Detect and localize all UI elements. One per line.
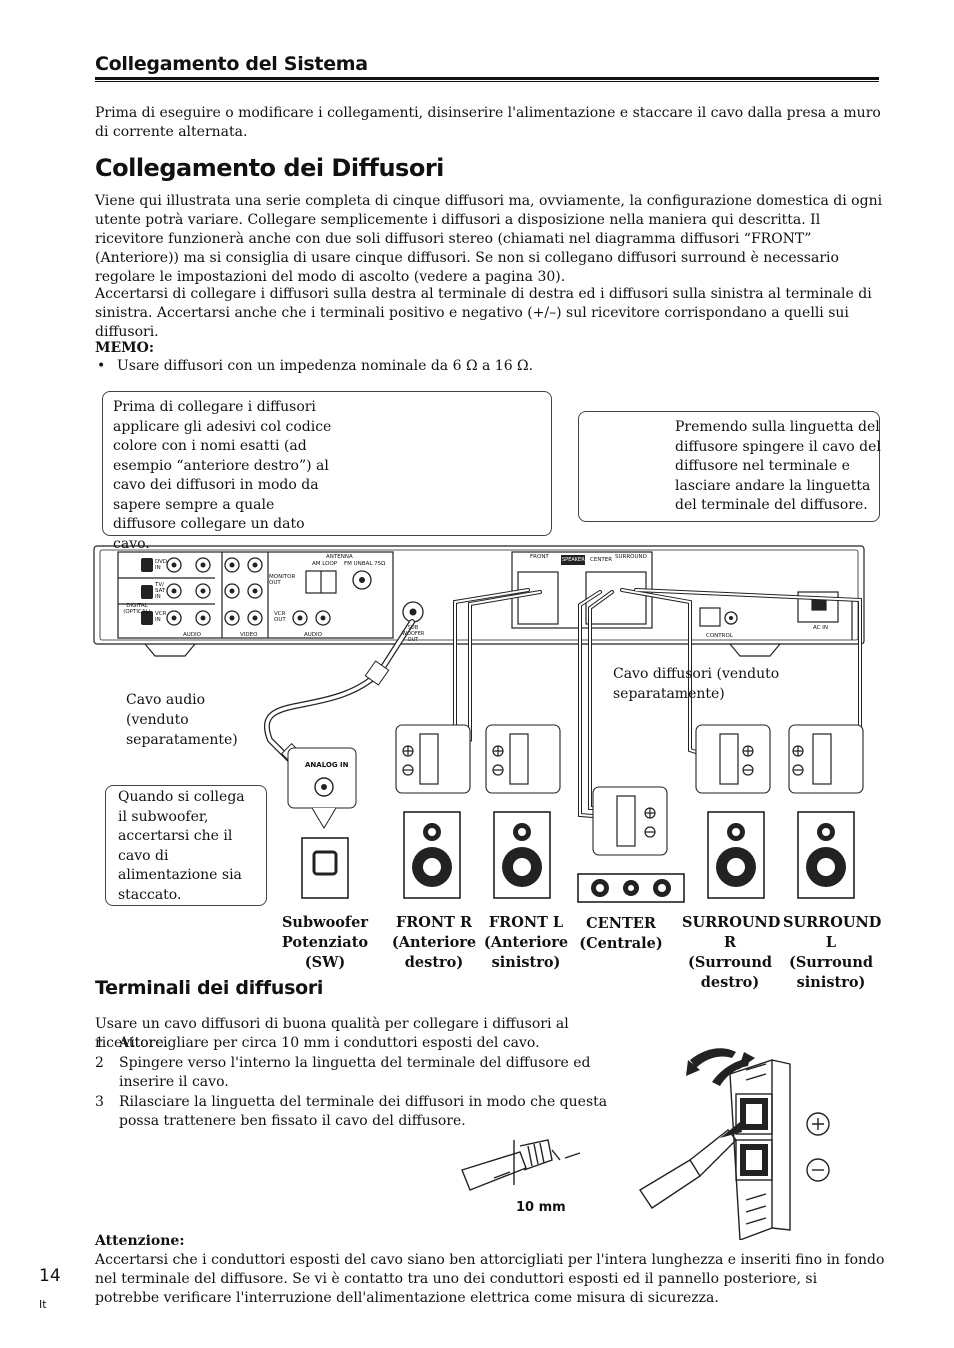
memo-title: MEMO:	[95, 340, 155, 356]
vcr-out-label: VCR OUT	[274, 611, 286, 623]
video-label: VIDEO	[240, 632, 258, 638]
callout-terminal-box: Premendo sulla linguetta del diffusore s…	[578, 411, 881, 522]
antenna-label: ANTENNA	[326, 554, 353, 560]
speaker-label-surround-r: SURROUND R (Surround destro)	[682, 914, 781, 991]
receiver-feet	[144, 643, 781, 657]
warning-title: Attenzione:	[95, 1233, 185, 1249]
section-title-terminals: Terminali dei diffusori	[95, 977, 324, 999]
speakers-para1: Viene qui illustrata una serie completa …	[95, 193, 883, 285]
front-terminal-label: FRONT	[530, 554, 549, 560]
receiver-body	[93, 545, 865, 645]
fm-unbal-label: FM UNBAL 75Ω	[344, 561, 386, 567]
speaker-label-center: CENTER (Centrale)	[579, 915, 663, 952]
warning-text: Accertarsi che i conduttori esposti del …	[95, 1252, 885, 1306]
audio-cable-label: Cavo audio (venduto separatamente)	[126, 692, 238, 748]
memo-item: Usare diffusori con un impedenza nominal…	[117, 358, 534, 374]
speaker-terminal-callouts	[395, 724, 864, 856]
section-title-system: Collegamento del Sistema	[95, 53, 368, 75]
speaker-label-surround-l: SURROUND L (Surround sinistro)	[783, 914, 882, 991]
audio-out-label: AUDIO	[304, 632, 322, 638]
title-rule	[95, 77, 879, 80]
title-rule-thin	[95, 81, 879, 82]
center-terminal-label: CENTER	[590, 557, 613, 563]
callout-subwoofer-text: Quando si collega il subwoofer, accertar…	[118, 789, 245, 903]
callout-labels-text: Prima di collegare i diffusori applicare…	[113, 399, 332, 552]
page-number: 14	[39, 1266, 61, 1286]
terminals-intro: Usare un cavo diffusori di buona qualità…	[95, 1016, 569, 1051]
memo-bullet: •	[97, 358, 106, 374]
speakers-label: SPEAKERS	[562, 557, 588, 563]
language-tag: It	[39, 1298, 47, 1311]
speaker-cabinets	[301, 811, 855, 903]
vcr-in-label: VCR IN	[155, 611, 167, 623]
measure-label: 10 mm	[516, 1200, 566, 1215]
surround-terminal-label: SURROUND	[615, 554, 647, 560]
input-panel	[117, 551, 394, 639]
audio-label: AUDIO	[183, 632, 201, 638]
speaker-label-front-r: FRONT R (Anteriore destro)	[391, 914, 477, 971]
control-label: CONTROL	[706, 633, 733, 639]
speaker-label-subwoofer: Subwoofer Potenziato (SW)	[281, 914, 369, 971]
sub-woofer-out-label: SUB WOOFER OUT	[402, 625, 425, 643]
callout-terminal-text: Premendo sulla linguetta del diffusore s…	[675, 419, 881, 513]
analog-in-label: ANALOG IN	[305, 761, 349, 769]
monitor-out-label: MONITOR OUT	[269, 574, 296, 586]
subwoofer	[301, 837, 349, 899]
callout-labels-box: Prima di collegare i diffusori applicare…	[102, 391, 552, 552]
speakers-para2: Accertarsi di collegare i diffusori sull…	[95, 286, 872, 340]
dvd-in-label: DVD IN	[155, 559, 168, 571]
rca-jacks	[166, 557, 738, 626]
connection-diagram	[93, 419, 865, 903]
speaker-label-front-l: FRONT L (Anteriore sinistro)	[483, 914, 569, 971]
am-loop-label: AM LOOP	[312, 561, 338, 567]
speaker-cable-label: Cavo diffusori (venduto separatamente)	[613, 666, 780, 702]
system-intro: Prima di eseguire o modificare i collega…	[95, 105, 881, 140]
callout-subwoofer-box: Quando si collega il subwoofer, accertar…	[105, 785, 267, 906]
digital-optical-label: DIGITAL (OPTICAL)	[123, 603, 151, 615]
cable-insulation	[461, 1151, 527, 1191]
section-title-speakers: Collegamento dei Diffusori	[95, 154, 444, 182]
ac-in-label: AC IN	[813, 625, 828, 631]
terminal-illustration	[461, 1048, 830, 1240]
tv-sat-in-label: TV/ SAT IN	[155, 582, 166, 600]
